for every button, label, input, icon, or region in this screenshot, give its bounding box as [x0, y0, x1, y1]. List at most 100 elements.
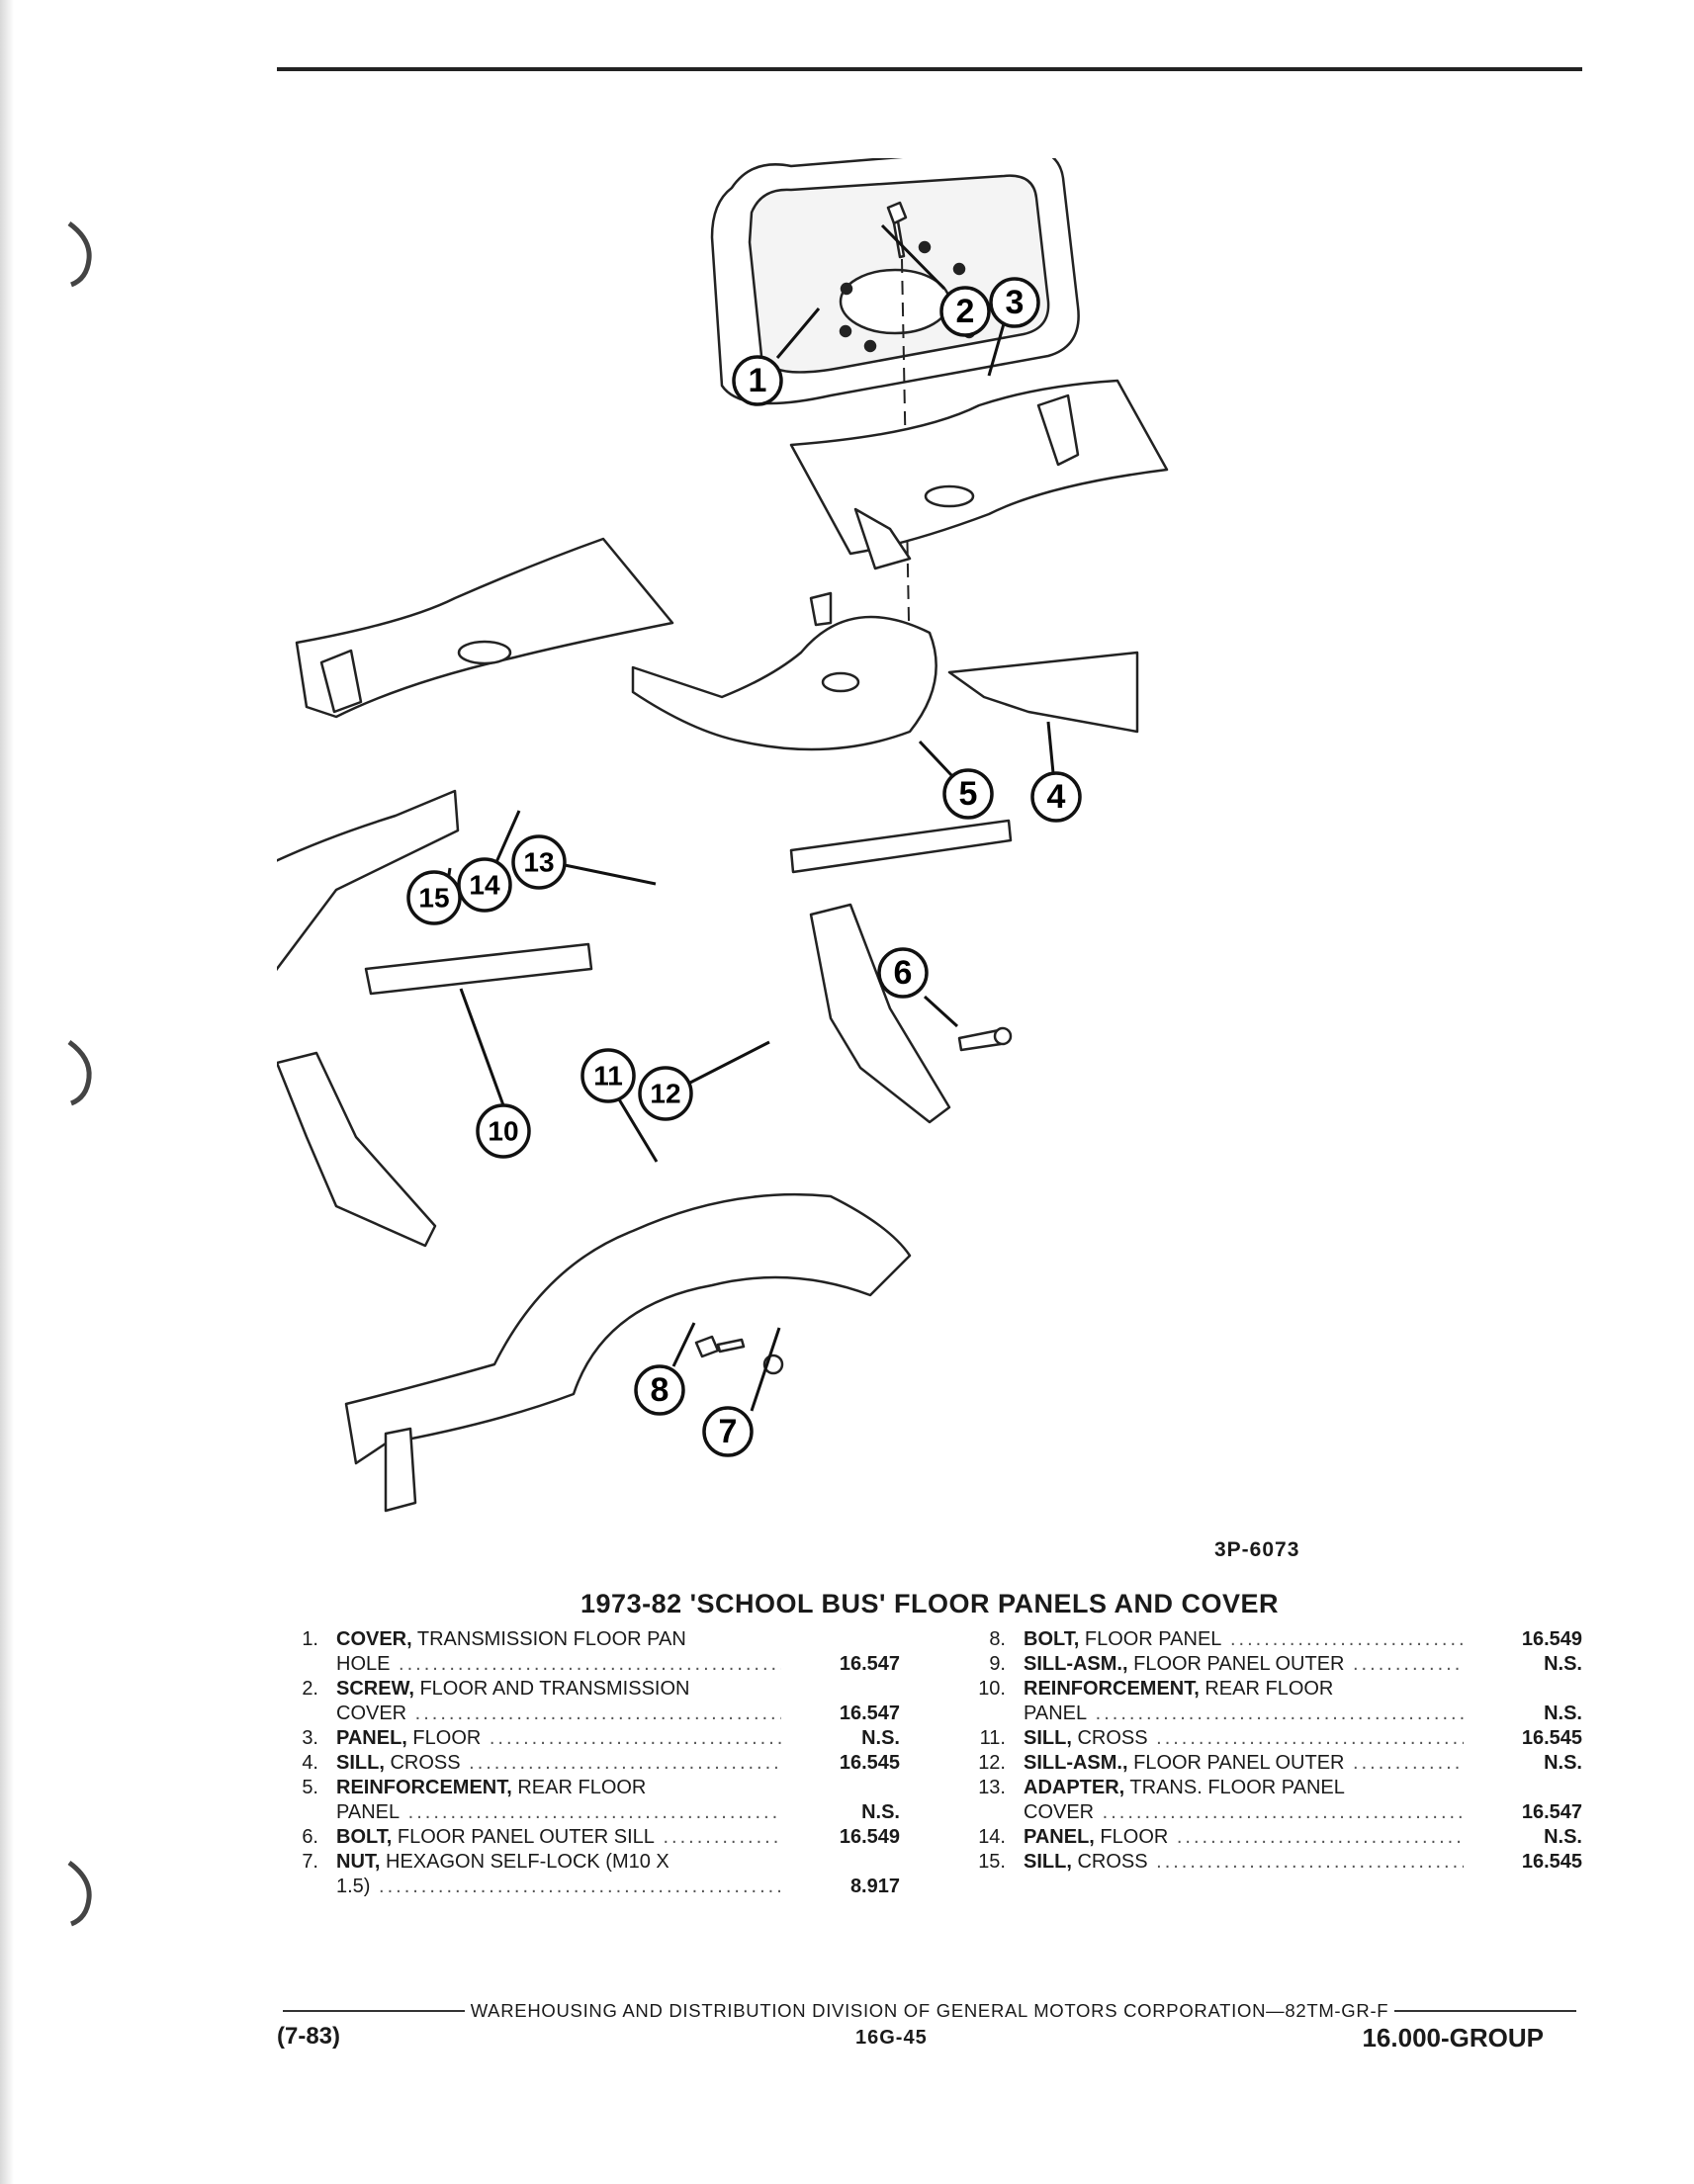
- svg-text:2: 2: [956, 293, 975, 330]
- footer-division: WAREHOUSING AND DISTRIBUTION DIVISION OF…: [470, 2000, 1389, 2021]
- part-5-reinforcement: [789, 819, 1013, 874]
- part-description-text: COVER: [1024, 1801, 1095, 1823]
- revision-date: (7-83): [277, 2023, 341, 2050]
- parts-list-right: 8. BOLT, FLOOR PANEL ....................…: [954, 1627, 1582, 1875]
- leader-dots: ........................................…: [1176, 1826, 1464, 1848]
- part-group-code: 8.917: [849, 1876, 900, 1897]
- part-group-code: 16.545: [839, 1752, 900, 1774]
- part-row: 4.SILL, CROSS ..........................…: [277, 1751, 900, 1776]
- part-group-code: N.S.: [1544, 1752, 1582, 1774]
- leader-dots: ........................................…: [1102, 1801, 1464, 1823]
- part-name: REINFORCEMENT,: [336, 1777, 512, 1798]
- part-name: SILL,: [1024, 1851, 1072, 1873]
- part-row: 15. SILL, CROSS .........................…: [954, 1850, 1582, 1875]
- part-description: PANEL ..................................…: [336, 1800, 781, 1825]
- callout-5: 5: [942, 768, 994, 820]
- part-name: SILL-ASM.,: [1024, 1653, 1128, 1675]
- figure-title: 1973-82 'SCHOOL BUS' FLOOR PANELS AND CO…: [580, 1589, 1279, 1618]
- part-name: NUT,: [336, 1851, 381, 1873]
- part-description: REINFORCEMENT, REAR FLOOR: [336, 1776, 781, 1800]
- part-number: 14.: [978, 1826, 1006, 1848]
- part-description: BOLT, FLOOR PANEL OUTER SILL ...........…: [336, 1825, 781, 1850]
- part-number: 13.: [978, 1777, 1006, 1798]
- svg-text:13: 13: [523, 847, 554, 878]
- part-group-code: N.S.: [1544, 1703, 1582, 1724]
- part-description-text: CROSS: [1071, 1851, 1148, 1873]
- callout-2: 2: [939, 286, 991, 337]
- svg-text:12: 12: [650, 1079, 680, 1109]
- part-description-text: FLOOR PANEL OUTER: [1127, 1752, 1345, 1774]
- part-12-outer-sill: [809, 903, 951, 1124]
- part-group-code: 16.549: [839, 1826, 900, 1848]
- part-row: COVER ..................................…: [277, 1702, 900, 1726]
- part-description: PANEL, FLOOR ...........................…: [1024, 1825, 1464, 1850]
- leader-dots: ........................................…: [1353, 1752, 1464, 1774]
- callout-6: 6: [877, 947, 929, 999]
- part-description: SILL, CROSS ............................…: [1024, 1850, 1464, 1875]
- svg-text:1: 1: [749, 362, 767, 399]
- callout-10: 10: [476, 1103, 531, 1159]
- part-row: 13. ADAPTER, TRANS. FLOOR PANEL: [954, 1776, 1582, 1800]
- callout-13: 13: [511, 834, 567, 890]
- part-row: 9.SILL-ASM., FLOOR PANEL OUTER .........…: [954, 1652, 1582, 1677]
- part-group-code: N.S.: [861, 1801, 900, 1823]
- part-description-text: FLOOR PANEL OUTER: [1127, 1653, 1345, 1675]
- part-number: 12.: [978, 1752, 1006, 1774]
- part-name: BOLT,: [1024, 1628, 1080, 1650]
- binder-hole: [67, 1039, 92, 1106]
- svg-text:11: 11: [593, 1061, 623, 1092]
- svg-text:3: 3: [1006, 284, 1025, 321]
- part-description-text: CROSS: [1071, 1727, 1148, 1749]
- part-4-cross-sill: [947, 651, 1139, 734]
- part-row: 8. BOLT, FLOOR PANEL ....................…: [954, 1627, 1582, 1652]
- part-description: SILL-ASM., FLOOR PANEL OUTER ...........…: [1024, 1652, 1464, 1677]
- part-number: 8.: [989, 1628, 1006, 1650]
- part-row: COVER ..................................…: [954, 1800, 1582, 1825]
- part-number: 5.: [302, 1777, 318, 1798]
- part-description: COVER ..................................…: [336, 1702, 781, 1726]
- leader-dots: ........................................…: [1095, 1703, 1464, 1724]
- svg-text:8: 8: [651, 1371, 669, 1409]
- callout-7: 7: [702, 1406, 754, 1457]
- part-description: BOLT, FLOOR PANEL ......................…: [1024, 1627, 1464, 1652]
- part-row: 11.SILL, CROSS .........................…: [954, 1726, 1582, 1751]
- part-row: PANEL ..................................…: [954, 1702, 1582, 1726]
- part-name: SILL,: [336, 1752, 385, 1774]
- leader-dots: ........................................…: [489, 1727, 781, 1749]
- part-9-outer-sill: [277, 1051, 437, 1248]
- leader-dots: ........................................…: [1156, 1851, 1464, 1873]
- part-11-cross-sill: [344, 1192, 912, 1513]
- part-description: SCREW, FLOOR AND TRANSMISSION: [336, 1677, 781, 1702]
- part-description-text: FLOOR AND TRANSMISSION: [413, 1678, 690, 1700]
- part-description-text: FLOOR: [406, 1727, 482, 1749]
- part-name: PANEL,: [1024, 1826, 1095, 1848]
- svg-text:4: 4: [1047, 778, 1066, 816]
- callout-3: 3: [989, 277, 1040, 328]
- part-number: 15.: [978, 1851, 1006, 1873]
- leader-dots: ........................................…: [469, 1752, 781, 1774]
- svg-text:15: 15: [418, 883, 449, 914]
- part-name: ADAPTER,: [1024, 1777, 1125, 1798]
- part-14-floor-panel: [295, 537, 674, 719]
- leader-dots: ........................................…: [379, 1876, 781, 1897]
- part-group-code: 16.545: [1521, 1851, 1582, 1873]
- part-description: PANEL, FLOOR ...........................…: [336, 1726, 781, 1751]
- part-name: SCREW,: [336, 1678, 414, 1700]
- leader-dots: ........................................…: [1229, 1628, 1464, 1650]
- svg-text:5: 5: [959, 775, 978, 813]
- leader-dots: ........................................…: [399, 1653, 781, 1675]
- part-13-adapter: [631, 591, 937, 751]
- part-description-text: FLOOR PANEL OUTER SILL: [392, 1826, 655, 1848]
- svg-text:6: 6: [894, 954, 913, 992]
- binder-hole: [67, 1860, 92, 1927]
- part-group-code: N.S.: [1544, 1653, 1582, 1675]
- part-description-text: REAR FLOOR: [1199, 1678, 1334, 1700]
- part-8-bolt: [694, 1335, 746, 1358]
- part-number: 6.: [302, 1826, 318, 1848]
- leader-dots: ........................................…: [1353, 1653, 1464, 1675]
- footer-division-line: WAREHOUSING AND DISTRIBUTION DIVISION OF…: [277, 2000, 1582, 2022]
- part-description: PANEL ..................................…: [1024, 1702, 1464, 1726]
- svg-text:7: 7: [719, 1413, 738, 1450]
- part-description-text: FLOOR PANEL: [1079, 1628, 1222, 1650]
- part-description-text: TRANS. FLOOR PANEL: [1124, 1777, 1345, 1798]
